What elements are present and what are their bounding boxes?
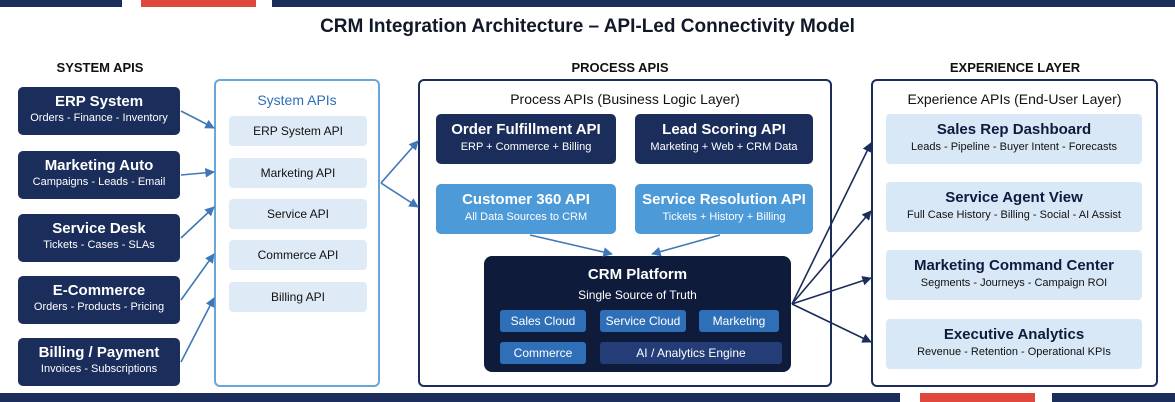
process-api-subtitle: All Data Sources to CRM xyxy=(464,211,588,223)
source-title: E-Commerce xyxy=(52,282,146,299)
experience-title: Service Agent View xyxy=(945,189,1083,206)
column-head-experience: EXPERIENCE LAYER xyxy=(949,60,1081,75)
source-subtitle: Orders - Products - Pricing xyxy=(33,301,165,313)
arrow-customer360-to-crm xyxy=(529,234,613,257)
process-apis-panel-title: Process APIs (Business Logic Layer) xyxy=(510,91,740,107)
module-commerce: Commerce xyxy=(500,342,586,364)
source-e-commerce: E-Commerce Orders - Products - Pricing xyxy=(18,276,180,324)
module-marketing: Marketing xyxy=(699,310,779,332)
arrow-service-to-system-apis xyxy=(180,206,215,239)
arrow-system-to-process-lower xyxy=(380,182,419,208)
service-agent-view: Service Agent View Full Case History - B… xyxy=(886,182,1142,232)
source-erp-system: ERP System Orders - Finance - Inventory xyxy=(18,87,180,135)
arrow-crm-to-marketing-center xyxy=(791,276,872,305)
experience-title: Executive Analytics xyxy=(943,326,1085,343)
experience-subtitle: Segments - Journeys - Campaign ROI xyxy=(920,277,1108,289)
experience-title: Marketing Command Center xyxy=(913,257,1115,274)
process-api-title: Service Resolution API xyxy=(642,191,806,208)
process-api-subtitle: Tickets + History + Billing xyxy=(662,211,786,223)
source-title: Marketing Auto xyxy=(44,157,154,174)
process-api-subtitle: ERP + Commerce + Billing xyxy=(460,141,592,153)
bottom-bar-accent xyxy=(920,393,1035,402)
arrow-erp-to-system-apis xyxy=(180,110,215,129)
arrow-service-resolution-to-crm xyxy=(651,234,721,257)
source-marketing-auto: Marketing Auto Campaigns - Leads - Email xyxy=(18,151,180,199)
module-service-cloud: Service Cloud xyxy=(600,310,686,332)
source-title: Billing / Payment xyxy=(38,344,160,361)
module-ai-analytics: AI / Analytics Engine xyxy=(600,342,782,364)
arrow-commerce-to-system-apis xyxy=(180,253,215,301)
customer-360-api: Customer 360 API All Data Sources to CRM xyxy=(436,184,616,234)
source-title: Service Desk xyxy=(52,220,146,237)
source-subtitle: Tickets - Cases - SLAs xyxy=(43,239,155,251)
api-chip-erp: ERP System API xyxy=(229,116,367,146)
experience-subtitle: Full Case History - Billing - Social - A… xyxy=(907,209,1121,221)
arrow-crm-to-executive xyxy=(791,303,872,343)
column-head-process: PROCESS APIS xyxy=(571,60,669,75)
crm-title: CRM Platform xyxy=(587,266,688,283)
api-chip-service: Service API xyxy=(229,199,367,229)
process-api-title: Lead Scoring API xyxy=(662,121,786,138)
module-sales-cloud: Sales Cloud xyxy=(500,310,586,332)
top-bar-left xyxy=(0,0,122,7)
sales-rep-dashboard: Sales Rep Dashboard Leads - Pipeline - B… xyxy=(886,114,1142,164)
marketing-command-center: Marketing Command Center Segments - Jour… xyxy=(886,250,1142,300)
order-fulfillment-api: Order Fulfillment API ERP + Commerce + B… xyxy=(436,114,616,164)
top-bar-accent xyxy=(141,0,256,7)
experience-apis-panel-title: Experience APIs (End-User Layer) xyxy=(907,91,1122,107)
bottom-bar-left xyxy=(0,393,900,402)
system-apis-panel-title: System APIs xyxy=(257,92,337,108)
source-title: ERP System xyxy=(54,93,144,110)
bottom-bar-right xyxy=(1052,393,1175,402)
source-subtitle: Orders - Finance - Inventory xyxy=(30,112,168,124)
api-chip-commerce: Commerce API xyxy=(229,240,367,270)
arrow-system-to-process-upper xyxy=(380,140,419,184)
arrow-crm-to-service-agent xyxy=(791,210,872,305)
arrow-marketing-to-system-apis xyxy=(180,168,215,178)
lead-scoring-api: Lead Scoring API Marketing + Web + CRM D… xyxy=(635,114,813,164)
process-api-title: Customer 360 API xyxy=(462,191,590,208)
process-api-subtitle: Marketing + Web + CRM Data xyxy=(650,141,798,153)
process-api-title: Order Fulfillment API xyxy=(451,121,601,138)
arrow-billing-to-system-apis xyxy=(180,297,215,363)
service-resolution-api: Service Resolution API Tickets + History… xyxy=(635,184,813,234)
experience-title: Sales Rep Dashboard xyxy=(936,121,1092,138)
experience-subtitle: Revenue - Retention - Operational KPIs xyxy=(917,346,1111,358)
column-head-system: SYSTEM APIS xyxy=(56,60,144,75)
source-subtitle: Campaigns - Leads - Email xyxy=(32,176,166,188)
arrow-crm-to-sales-rep xyxy=(791,142,872,305)
top-bar-right xyxy=(272,0,1175,7)
crm-subtitle: Single Source of Truth xyxy=(578,288,697,302)
source-service-desk: Service Desk Tickets - Cases - SLAs xyxy=(18,214,180,262)
api-chip-marketing: Marketing API xyxy=(229,158,367,188)
experience-subtitle: Leads - Pipeline - Buyer Intent - Foreca… xyxy=(910,141,1118,153)
executive-analytics: Executive Analytics Revenue - Retention … xyxy=(886,319,1142,369)
source-billing-payment: Billing / Payment Invoices - Subscriptio… xyxy=(18,338,180,386)
api-chip-billing: Billing API xyxy=(229,282,367,312)
diagram-title: CRM Integration Architecture – API-Led C… xyxy=(320,16,855,37)
source-subtitle: Invoices - Subscriptions xyxy=(40,363,158,375)
